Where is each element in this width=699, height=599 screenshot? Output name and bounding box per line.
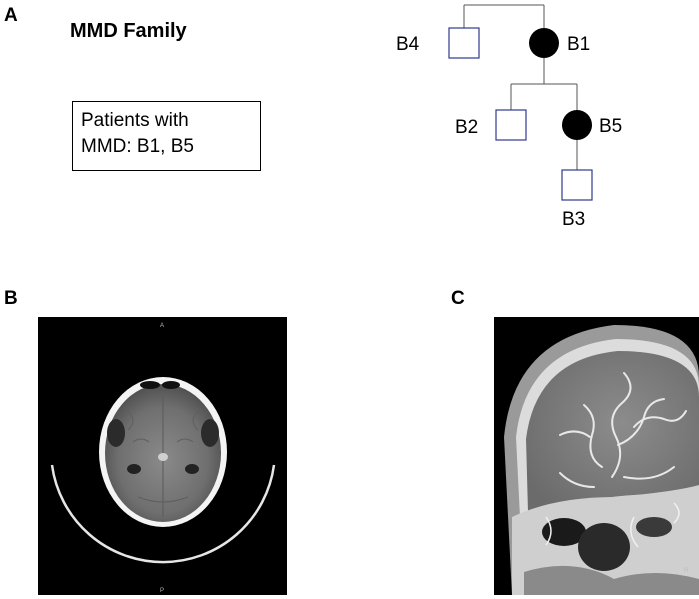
pedigree-b4-square bbox=[448, 27, 480, 59]
pedigree-b5-label: B5 bbox=[599, 116, 622, 137]
scan-b-bottom-marker: P bbox=[160, 588, 164, 594]
pedigree-b1-circle bbox=[529, 28, 559, 58]
pedigree-lines bbox=[463, 4, 578, 170]
pedigree-b4-label: B4 bbox=[396, 34, 420, 55]
pedigree-b2-square bbox=[495, 109, 527, 141]
panel-b-label: B bbox=[4, 288, 18, 309]
scan-c-corner-marker: R bbox=[684, 568, 689, 574]
pedigree-b1-label: B1 bbox=[567, 34, 590, 55]
panel-c-label: C bbox=[451, 288, 465, 309]
pedigree-chart: B4 B1 B2 B5 B3 bbox=[396, 4, 622, 230]
panel-a-label: A bbox=[4, 5, 18, 26]
affected-patients-note: Patients with MMD: B1, B5 bbox=[72, 101, 261, 171]
axial-ct-image: A P bbox=[50, 323, 276, 594]
family-title: MMD Family bbox=[70, 20, 187, 42]
coronal-cta-image: R bbox=[504, 325, 699, 595]
note-line-2: MMD: B1, B5 bbox=[81, 136, 194, 157]
pedigree-b3-square bbox=[561, 169, 593, 201]
note-line-1: Patients with bbox=[81, 110, 189, 131]
pedigree-b5-circle bbox=[562, 110, 592, 140]
coronal-cta-scan: R bbox=[494, 317, 699, 595]
pedigree-b3-label: B3 bbox=[562, 209, 585, 230]
scan-b-top-marker: A bbox=[160, 323, 164, 329]
pedigree-b2-label: B2 bbox=[455, 117, 478, 138]
axial-ct-scan: A P bbox=[38, 317, 287, 595]
